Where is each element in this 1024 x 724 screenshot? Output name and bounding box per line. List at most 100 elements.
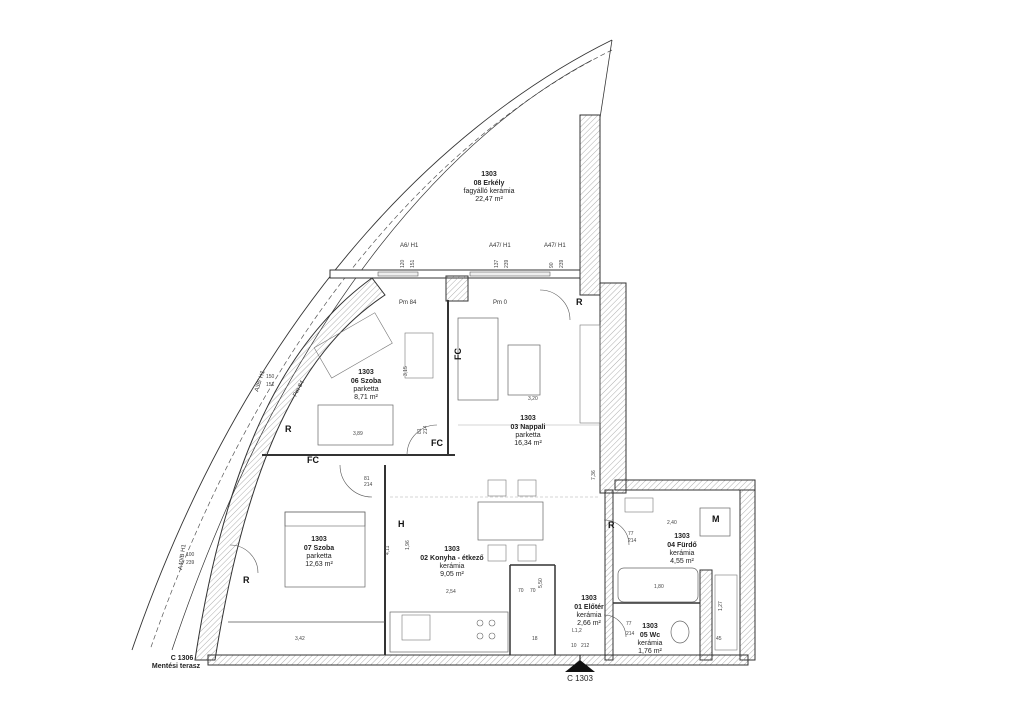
svg-text:01 Előtér: 01 Előtér [574, 604, 604, 611]
svg-text:12,63 m²: 12,63 m² [305, 561, 333, 568]
svg-text:fagyálló kerámia: fagyálló kerámia [464, 188, 515, 195]
symbol-fc: FC [307, 455, 319, 465]
symbol-fc: FC [453, 348, 463, 360]
room-label-nappali: 1303 03 Nappali parketta 16,34 m² [510, 415, 545, 447]
svg-text:77: 77 [626, 621, 632, 627]
svg-text:239: 239 [559, 259, 565, 268]
svg-text:3,20: 3,20 [528, 396, 538, 402]
room-label-furdo: 1303 04 Fürdő kerámia 4,55 m² [667, 533, 697, 565]
bed-06 [317, 404, 394, 446]
symbol-h: H [398, 519, 405, 529]
balcony-dashed-curve [149, 49, 613, 651]
bathroom-wall [614, 479, 756, 491]
svg-text:1,76 m²: 1,76 m² [638, 648, 662, 655]
svg-text:kerámia: kerámia [440, 563, 465, 570]
neighbor-label: C 1306 [171, 655, 194, 662]
svg-text:22,47 m²: 22,47 m² [475, 196, 503, 203]
svg-text:1,27: 1,27 [718, 601, 724, 611]
svg-text:16,34 m²: 16,34 m² [514, 440, 542, 447]
svg-text:18: 18 [532, 636, 538, 642]
svg-text:02 Konyha - étkező: 02 Konyha - étkező [420, 555, 483, 562]
svg-text:137: 137 [494, 259, 500, 268]
svg-text:81: 81 [364, 476, 370, 482]
window-tag: A38/ H1 [254, 370, 267, 393]
symbol-r: R [285, 424, 292, 434]
svg-text:parketta: parketta [353, 386, 378, 393]
svg-text:1303: 1303 [358, 369, 374, 376]
svg-text:100: 100 [186, 552, 195, 558]
svg-text:120: 120 [400, 259, 406, 268]
svg-text:1303: 1303 [674, 533, 690, 540]
toilet [670, 620, 690, 644]
svg-text:03 Nappali: 03 Nappali [510, 424, 545, 431]
svg-text:10: 10 [571, 643, 577, 649]
balcony-inner-curve [171, 59, 593, 651]
svg-text:3,42: 3,42 [295, 636, 305, 642]
column-north [445, 275, 469, 302]
svg-text:5,50: 5,50 [538, 578, 544, 588]
svg-text:9,05 m²: 9,05 m² [440, 571, 464, 578]
svg-text:kerámia: kerámia [577, 612, 602, 619]
symbol-fc: FC [431, 438, 443, 448]
svg-text:2,40: 2,40 [667, 520, 677, 526]
floor-mark: Pm 0 [493, 300, 508, 306]
svg-text:1303: 1303 [642, 623, 658, 630]
room-label-erkely: 1303 08 Erkély fagyálló kerámia 22,47 m² [464, 171, 515, 203]
svg-text:05 Wc: 05 Wc [640, 632, 660, 639]
window-tag: A40/B H1 [178, 543, 188, 570]
svg-text:06 Szoba: 06 Szoba [351, 378, 381, 385]
svg-text:1303: 1303 [444, 546, 460, 553]
section-mark-label: C 1303 [567, 674, 593, 683]
svg-text:8,71 m²: 8,71 m² [354, 394, 378, 401]
room-label-wc: 1303 05 Wc kerámia 1,76 m² [638, 623, 663, 655]
svg-text:151: 151 [266, 382, 275, 388]
svg-text:07 Szoba: 07 Szoba [304, 545, 334, 552]
svg-text:08 Erkély: 08 Erkély [474, 180, 505, 187]
curved-facade-wall [194, 277, 386, 661]
svg-text:1303: 1303 [481, 171, 497, 178]
svg-text:1,80: 1,80 [654, 584, 664, 590]
room-label-konyha: 1303 02 Konyha - étkező kerámia 9,05 m² [420, 546, 483, 578]
svg-text:212: 212 [581, 643, 590, 649]
svg-text:3,15: 3,15 [403, 366, 409, 376]
svg-text:214: 214 [423, 425, 429, 434]
svg-text:3,89: 3,89 [353, 431, 363, 437]
svg-text:77: 77 [628, 531, 634, 537]
svg-text:2,66 m²: 2,66 m² [577, 620, 601, 627]
section-mark-arrow [565, 660, 595, 672]
window-tag: A47/ H1 [544, 243, 566, 249]
symbol-r: R [608, 520, 615, 530]
svg-text:214: 214 [364, 482, 373, 488]
svg-text:4,11: 4,11 [385, 545, 391, 555]
balcony-side-wall [579, 114, 601, 296]
symbol-r: R [576, 297, 583, 307]
room-label-eloter: 1303 01 Előtér kerámia 2,66 m² [574, 595, 604, 627]
svg-text:90: 90 [549, 262, 555, 268]
svg-text:kerámia: kerámia [638, 640, 663, 647]
svg-text:70: 70 [518, 588, 524, 594]
window-tag: A6/ H1 [400, 243, 419, 249]
svg-text:parketta: parketta [515, 432, 540, 439]
svg-text:parketta: parketta [306, 553, 331, 560]
svg-text:1303: 1303 [311, 536, 327, 543]
svg-text:7,36: 7,36 [591, 470, 597, 480]
svg-text:150: 150 [266, 374, 275, 380]
svg-text:81: 81 [417, 428, 423, 434]
svg-text:04 Fürdő: 04 Fürdő [667, 542, 697, 549]
symbol-m: M [712, 514, 720, 524]
room-label-szoba06: 1303 06 Szoba parketta 8,71 m² [351, 369, 381, 401]
svg-text:70: 70 [530, 588, 536, 594]
svg-text:2,54: 2,54 [446, 589, 456, 595]
south-wall [207, 654, 749, 666]
svg-text:kerámia: kerámia [670, 550, 695, 557]
floor-mark: Pm 84 [399, 300, 417, 306]
svg-text:239: 239 [504, 259, 510, 268]
svg-text:151: 151 [410, 259, 416, 268]
room-label-szoba07: 1303 07 Szoba parketta 12,63 m² [304, 536, 334, 568]
svg-text:1,96: 1,96 [405, 540, 411, 550]
sofa [457, 317, 499, 401]
svg-text:1303: 1303 [520, 415, 536, 422]
dining-table [477, 501, 544, 541]
bathtub [617, 567, 699, 603]
